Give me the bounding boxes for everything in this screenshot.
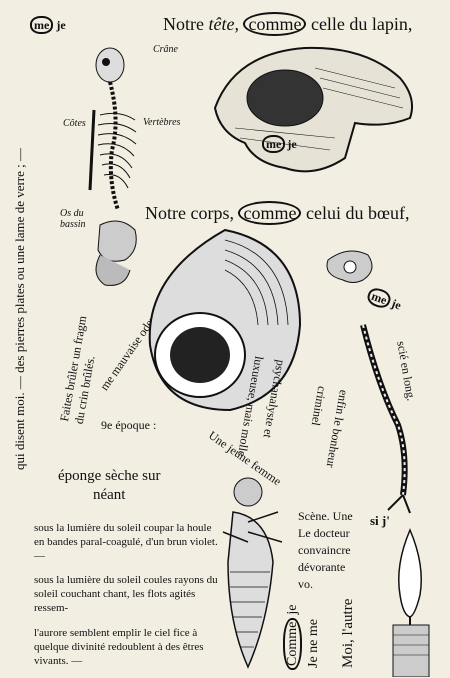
vertical-comme-je: Commeje (283, 605, 302, 670)
vertical-moi-autre: Moi, l'autre (340, 598, 356, 668)
circled-comme: comme (243, 12, 307, 36)
text-faites-bruler: Faites brûler un fragm du crin brûlés. (57, 314, 98, 426)
text-si-j: si j' (370, 513, 390, 528)
label-vertebres: Vertèbres (143, 117, 181, 128)
rabbit-skull-illustration (213, 46, 413, 173)
text-eponge: éponge sèche sur néant (58, 468, 161, 503)
label-bassin: bassin (60, 219, 86, 230)
skeleton-illustration (88, 47, 137, 286)
text-docteur: Scène. Une Le docteur convaincre dévoran… (298, 509, 353, 591)
paragraph-1: sous la lumière du soleil coupar la houl… (34, 522, 218, 562)
vertebra-illustration (326, 250, 411, 514)
vertical-je-ne-me: Je ne me (306, 619, 321, 668)
label-cotes: Côtes (63, 118, 86, 129)
snail-shell-illustration (148, 228, 302, 412)
line-body: Notre corps, comme celui du bœuf, (145, 201, 410, 225)
text-9e-epoque: 9e époque : (101, 418, 157, 432)
insect-illustration (222, 477, 283, 669)
paragraph-2: sous la lumière du soleil coules rayons … (34, 574, 218, 614)
vertical-left-text: qui disent moi. — des pierres plates ou … (12, 147, 27, 470)
label-crane: Crâne (153, 44, 178, 55)
label-os-du: Os du (60, 208, 84, 219)
circled-me: me (30, 16, 54, 34)
circled-comme-2: comme (238, 201, 302, 225)
candle-illustration (392, 528, 430, 677)
line-head: Notre tête, comme celle du lapin, (163, 12, 413, 36)
paragraph-3: l'aurore semblent emplir le ciel fice à … (34, 627, 204, 667)
